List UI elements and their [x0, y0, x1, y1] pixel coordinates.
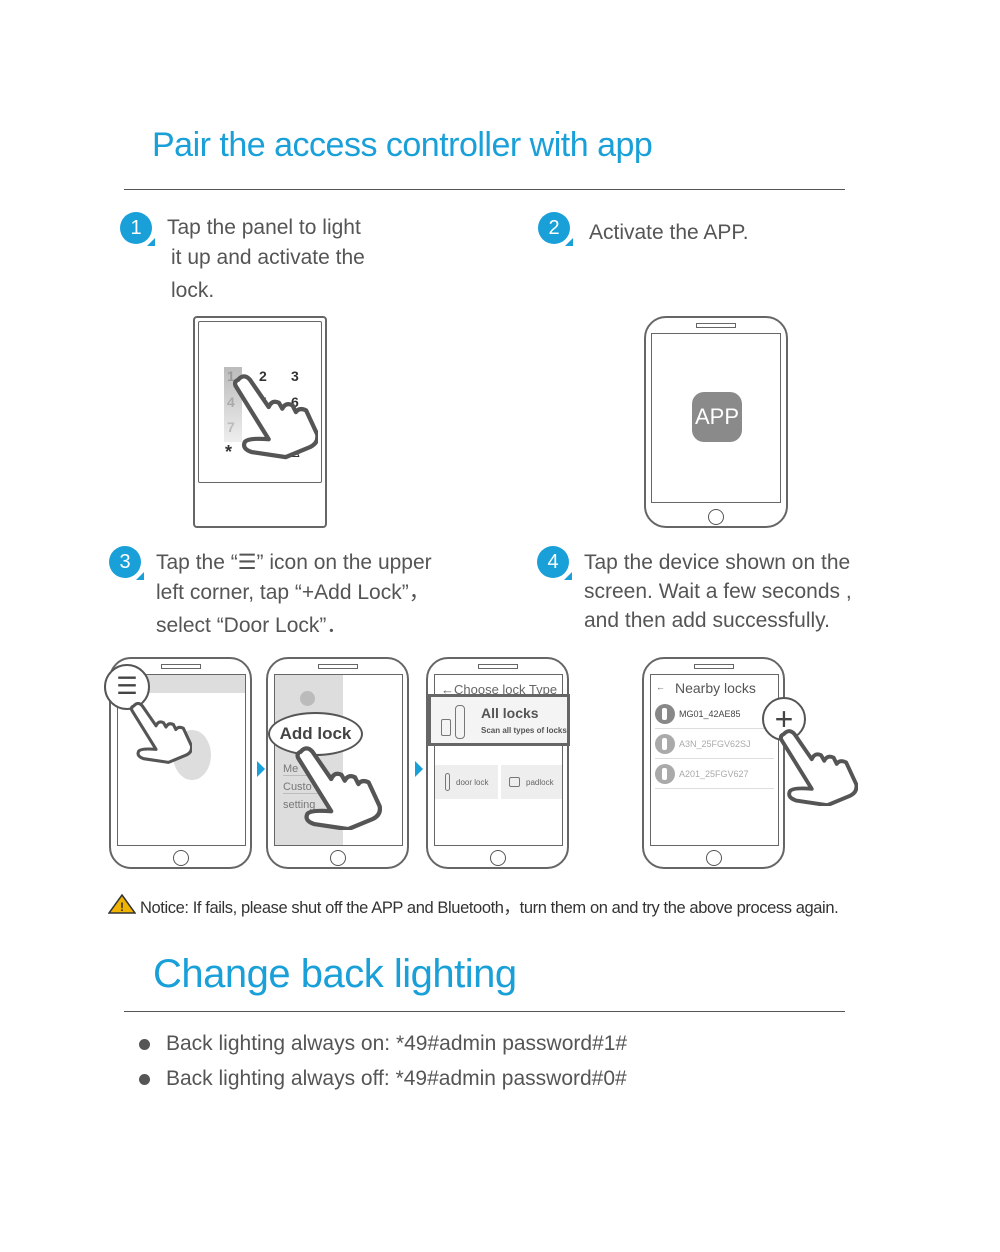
backlight-off-instruction: Back lighting always off: *49#admin pass…	[166, 1067, 627, 1090]
step-1-text: Tap the panel to light it up and activat…	[167, 213, 365, 306]
key-4: 4	[227, 394, 235, 410]
back-arrow-icon[interactable]: ←	[656, 682, 665, 692]
step-3-line: Tap the “☰” icon on the upper	[156, 551, 432, 574]
door-lock-option[interactable]: door lock	[435, 765, 498, 799]
phone-app: APP	[644, 316, 788, 528]
door-handle-icon	[455, 705, 465, 739]
keypad-device: 1 2 3 4 5 6 7 * Δ	[193, 316, 327, 528]
screen-title: ←Choose lock Type	[441, 682, 558, 697]
step-1-line: it up and activate the	[171, 246, 365, 269]
all-locks-label: All locks	[481, 705, 539, 721]
key-7: 7	[227, 419, 235, 435]
bullet	[139, 1039, 150, 1050]
home-button	[329, 850, 346, 866]
step-4-line: and then add successfully.	[584, 609, 830, 632]
next-arrow-icon	[257, 761, 265, 777]
app-icon[interactable]: APP	[692, 392, 742, 442]
home-button	[172, 850, 189, 866]
avatar	[300, 691, 315, 706]
phone-speaker	[696, 323, 736, 328]
hand-pointer-icon	[233, 368, 318, 463]
padlock-option[interactable]: padlock	[501, 765, 562, 799]
step-number-4: 4	[537, 546, 572, 580]
divider	[124, 189, 845, 190]
phone-speaker	[160, 664, 201, 669]
key-1: 1	[227, 368, 235, 384]
all-locks-option[interactable]: All locks Scan all types of locks	[428, 694, 570, 746]
padlock-icon	[509, 777, 520, 787]
hamburger-menu-icon[interactable]: ☰	[104, 664, 150, 710]
lock-icon	[655, 763, 675, 784]
step-4-line: Tap the device shown on the	[584, 551, 851, 574]
all-locks-subtitle: Scan all types of locks	[481, 726, 567, 735]
menu-item[interactable]: setting	[283, 799, 316, 811]
lock-name: A3N_25FGV62SJ	[679, 738, 751, 749]
step-1-line: lock.	[171, 279, 215, 302]
hand-pointer-icon	[130, 693, 192, 771]
lock-name: A201_25FGV627	[679, 768, 749, 779]
home-button	[489, 850, 506, 866]
step-4-line: screen. Wait a few seconds ,	[584, 580, 852, 603]
hand-pointer-icon	[778, 728, 858, 806]
warning-icon: !	[108, 894, 136, 914]
home-button	[705, 850, 722, 866]
lock-icon	[655, 703, 675, 724]
door-lock-icon	[445, 773, 450, 791]
step-2-text: Activate the APP.	[589, 221, 749, 244]
hand-pointer-icon	[294, 745, 382, 830]
step-number-2: 2	[538, 212, 573, 246]
menu-item[interactable]: Custo	[283, 781, 343, 794]
key-2: 2	[259, 368, 267, 384]
phone-speaker	[477, 664, 518, 669]
screen-title: Nearby locks	[675, 680, 756, 696]
svg-text:!: !	[120, 900, 124, 914]
lock-list-item[interactable]: A201_25FGV627	[655, 759, 774, 789]
option-label: padlock	[526, 777, 554, 787]
add-icon[interactable]: +	[762, 697, 806, 741]
key-star: *	[225, 442, 233, 462]
step-number-1: 1	[120, 212, 155, 246]
phone-screen: APP	[651, 333, 781, 503]
lock-list-item[interactable]: A3N_25FGV62SJ	[655, 729, 774, 759]
next-arrow-icon	[415, 761, 423, 777]
phone-speaker	[693, 664, 734, 669]
step-4-text: Tap the device shown on the screen. Wait…	[584, 548, 852, 635]
lock-icon	[441, 719, 451, 736]
phone-speaker	[317, 664, 358, 669]
lock-list-item[interactable]: MG01_42AE85	[655, 699, 774, 729]
step-3-line: select “Door Lock”．	[156, 614, 348, 637]
section-title-pair: Pair the access controller with app	[152, 126, 653, 164]
phone-lock-type: ←Choose lock Type door lock padlock	[426, 657, 569, 869]
step-number-3: 3	[109, 546, 144, 580]
lock-name: MG01_42AE85	[679, 708, 741, 719]
phone-nearby-locks: ← Nearby locks MG01_42AE85 A3N_25FGV62SJ…	[642, 657, 785, 869]
divider	[124, 1011, 845, 1012]
bullet	[139, 1074, 150, 1085]
step-3-text: Tap the “☰” icon on the upper left corne…	[156, 548, 432, 641]
section-title-backlight: Change back lighting	[153, 952, 517, 996]
step-1-line: Tap the panel to light	[167, 216, 361, 239]
option-label: door lock	[456, 777, 489, 787]
key-6: 6	[291, 394, 299, 410]
home-button	[708, 509, 724, 525]
notice-text: Notice: If fails, please shut off the AP…	[140, 899, 839, 917]
lock-icon	[655, 733, 675, 754]
phone-screen: ← Nearby locks MG01_42AE85 A3N_25FGV62SJ…	[650, 674, 779, 846]
backlight-on-instruction: Back lighting always on: *49#admin passw…	[166, 1032, 628, 1055]
key-3: 3	[291, 368, 299, 384]
step-3-line: left corner, tap “+Add Lock”，	[156, 581, 430, 604]
